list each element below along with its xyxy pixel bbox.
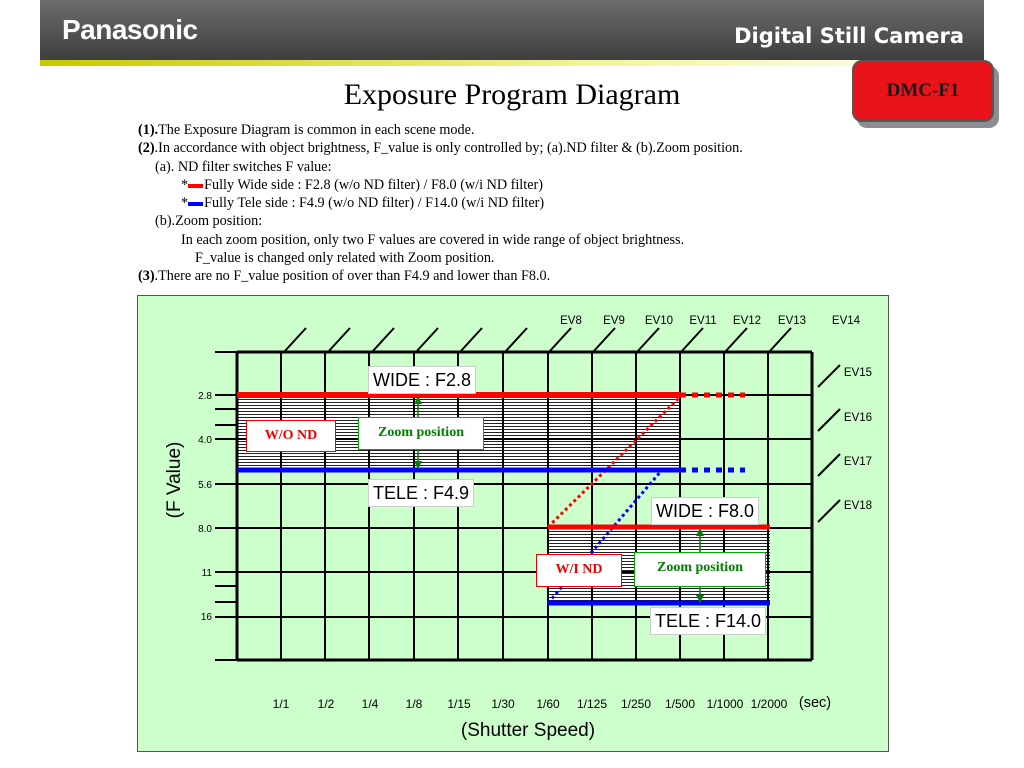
x-tick-label: 1/8	[406, 697, 423, 711]
ev-top-label: EV11	[689, 315, 716, 327]
ev-top-label: EV12	[733, 315, 761, 327]
x-tick-label: 1/2000	[751, 697, 788, 711]
nd-transition-tele-line	[546, 469, 664, 604]
ev-diagonal	[817, 499, 841, 523]
diagram-panel	[137, 295, 889, 752]
header-stripe	[40, 60, 984, 66]
header-bar: Panasonic Digital Still Camera	[40, 0, 984, 60]
x-tick-label: 1/125	[577, 697, 607, 711]
page-title: Exposure Program Diagram	[343, 78, 681, 111]
ev-right-label: EV17	[844, 456, 872, 468]
y-tick-label: 8.0	[198, 524, 212, 535]
brand-logo: Panasonic	[62, 14, 198, 45]
ev-diagonal	[636, 327, 660, 353]
nd-transition-wide-line	[546, 393, 684, 529]
y-tick-label: 11	[202, 568, 213, 579]
note-2: (2).In accordance with object brightness…	[138, 139, 743, 157]
red-swatch-icon	[188, 183, 204, 188]
notes-block: (1).The Exposure Diagram is common in ea…	[138, 121, 743, 286]
y-tick-label: 2.8	[198, 391, 212, 402]
x-tick-label: 1/2	[318, 697, 335, 711]
ev-diagonal	[415, 327, 439, 353]
note-a-wide-text: Fully Wide side : F2.8 (w/o ND filter) /…	[204, 176, 543, 193]
zoom-arrowhead-icon	[414, 396, 422, 404]
wide-no-nd-label: WIDE : F2.8	[368, 366, 477, 394]
zoom-arrowhead-icon	[414, 461, 422, 469]
x-tick-label: 1/1	[273, 697, 290, 711]
note-a-wide: * Fully Wide side : F2.8 (w/o ND filter) …	[138, 176, 743, 194]
ev-diagonal	[592, 327, 616, 353]
x-tick-label: 1/15	[447, 697, 471, 711]
blue-swatch-icon	[188, 201, 204, 206]
ev-diagonal	[817, 364, 841, 388]
ev-diagonal	[371, 327, 395, 353]
ev-diagonal	[724, 327, 748, 353]
ev-top-label: EV14	[832, 315, 861, 327]
x-tick-label: 1/30	[491, 697, 515, 711]
y-tick-label: 16	[201, 612, 213, 623]
note-3: (3).There are no F_value position of ove…	[138, 267, 743, 285]
ev-top-label: EV9	[603, 315, 625, 327]
note-b-line-2: F_value is changed only related with Zoo…	[195, 250, 495, 267]
ev-right-label: EV18	[844, 500, 872, 512]
tele-no-nd-label: TELE : F4.9	[368, 479, 475, 507]
ev-diagonal	[768, 327, 792, 353]
tele-nd-label: TELE : F14.0	[650, 607, 767, 635]
wi-nd-tag: W/I ND	[536, 554, 622, 587]
note-a-tele: * Fully Tele side : F4.9 (w/o ND filter) …	[138, 194, 743, 212]
ev-diagonal	[817, 453, 841, 477]
zoom-arrowhead-icon	[696, 528, 704, 536]
zoom-arrowhead-icon	[696, 595, 704, 603]
x-unit-label: (sec)	[799, 695, 831, 711]
x-tick-label: 1/500	[665, 697, 695, 711]
y-tick-label: 5.6	[198, 480, 212, 491]
ev-diagonal	[327, 327, 351, 353]
ev-top-label: EV8	[560, 315, 582, 327]
note-2-number: (2)	[138, 140, 155, 157]
ev-right-label: EV15	[844, 367, 872, 379]
note-2-text: .In accordance with object brightness, F…	[154, 140, 743, 157]
ev-diagonal	[283, 327, 307, 353]
bullet: *	[181, 195, 189, 212]
x-tick-label: 1/4	[362, 697, 379, 711]
x-tick-label: 1/60	[536, 697, 560, 711]
ev-diagonal	[817, 408, 841, 432]
x-tick-label: 1/250	[621, 697, 651, 711]
zoom-position-tag-1: Zoom position	[358, 417, 484, 450]
wo-nd-tag: W/O ND	[246, 420, 336, 452]
wide-nd-label: WIDE : F8.0	[651, 497, 760, 525]
ev-diagonal	[680, 327, 704, 353]
ev-right-label: EV16	[844, 412, 872, 424]
y-axis-title: (F Value)	[164, 442, 185, 519]
ev-diagonal	[459, 327, 483, 353]
x-axis-title: (Shutter Speed)	[461, 720, 595, 741]
product-name: Digital Still Camera	[734, 24, 964, 48]
bullet: *	[181, 176, 189, 193]
note-1-text: The Exposure Diagram is common in each s…	[158, 122, 475, 138]
ev-top-label: EV13	[778, 315, 806, 327]
ev-diagonal	[548, 327, 572, 353]
note-a-tele-text: Fully Tele side : F4.9 (w/o ND filter) /…	[204, 195, 545, 212]
zoom-position-tag-2: Zoom position	[634, 552, 766, 587]
ev-top-label: EV10	[645, 315, 673, 327]
note-a-heading: (a). ND filter switches F value:	[155, 158, 332, 175]
note-b-heading: (b).Zoom position:	[155, 213, 263, 230]
note-b-line-1: In each zoom position, only two F values…	[181, 231, 685, 248]
model-badge: DMC-F1	[852, 60, 994, 122]
model-label: DMC-F1	[886, 80, 960, 101]
note-1: (1).The Exposure Diagram is common in ea…	[138, 121, 743, 139]
y-tick-label: 4.0	[198, 435, 212, 446]
note-1-number: (1).	[138, 122, 159, 138]
ev-diagonal	[504, 327, 528, 353]
x-tick-label: 1/1000	[707, 697, 744, 711]
note-3-text: .There are no F_value position of over t…	[154, 268, 551, 285]
note-3-number: (3)	[138, 268, 155, 285]
